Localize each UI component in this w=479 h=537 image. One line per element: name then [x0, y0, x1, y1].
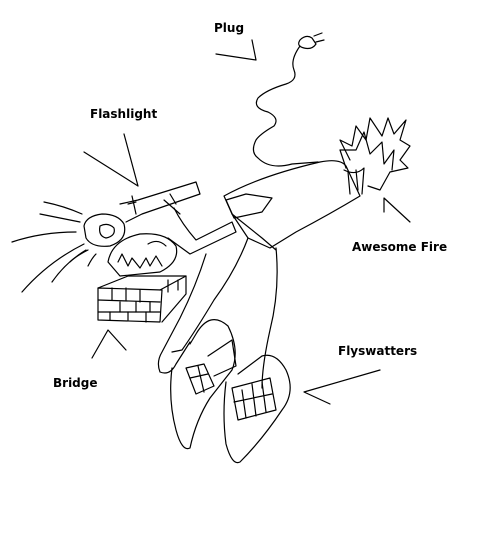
- flyswatters-label: Flyswatters: [338, 344, 418, 358]
- head-drawing: [107, 233, 178, 277]
- plug-label: Plug: [214, 21, 245, 35]
- plug-arrow: [215, 39, 257, 61]
- bridge-label: Bridge: [53, 376, 98, 390]
- flashlight-drawing: [11, 181, 201, 293]
- flyswatters-drawing: [170, 319, 291, 464]
- plug-drawing: [252, 32, 325, 167]
- bridge-drawing: [97, 275, 187, 323]
- body-drawing: [223, 160, 361, 251]
- flashlight-arrow: [83, 133, 139, 187]
- label-arrows: [83, 39, 411, 405]
- awesome-fire-label: Awesome Fire: [352, 240, 448, 254]
- fire-arrow: [383, 197, 411, 223]
- flashlight-label: Flashlight: [90, 107, 158, 121]
- fire-drawing: [339, 117, 411, 195]
- bridge-arrow: [91, 329, 127, 359]
- flyswatters-arrow: [303, 369, 381, 405]
- legs-drawing: [157, 237, 278, 389]
